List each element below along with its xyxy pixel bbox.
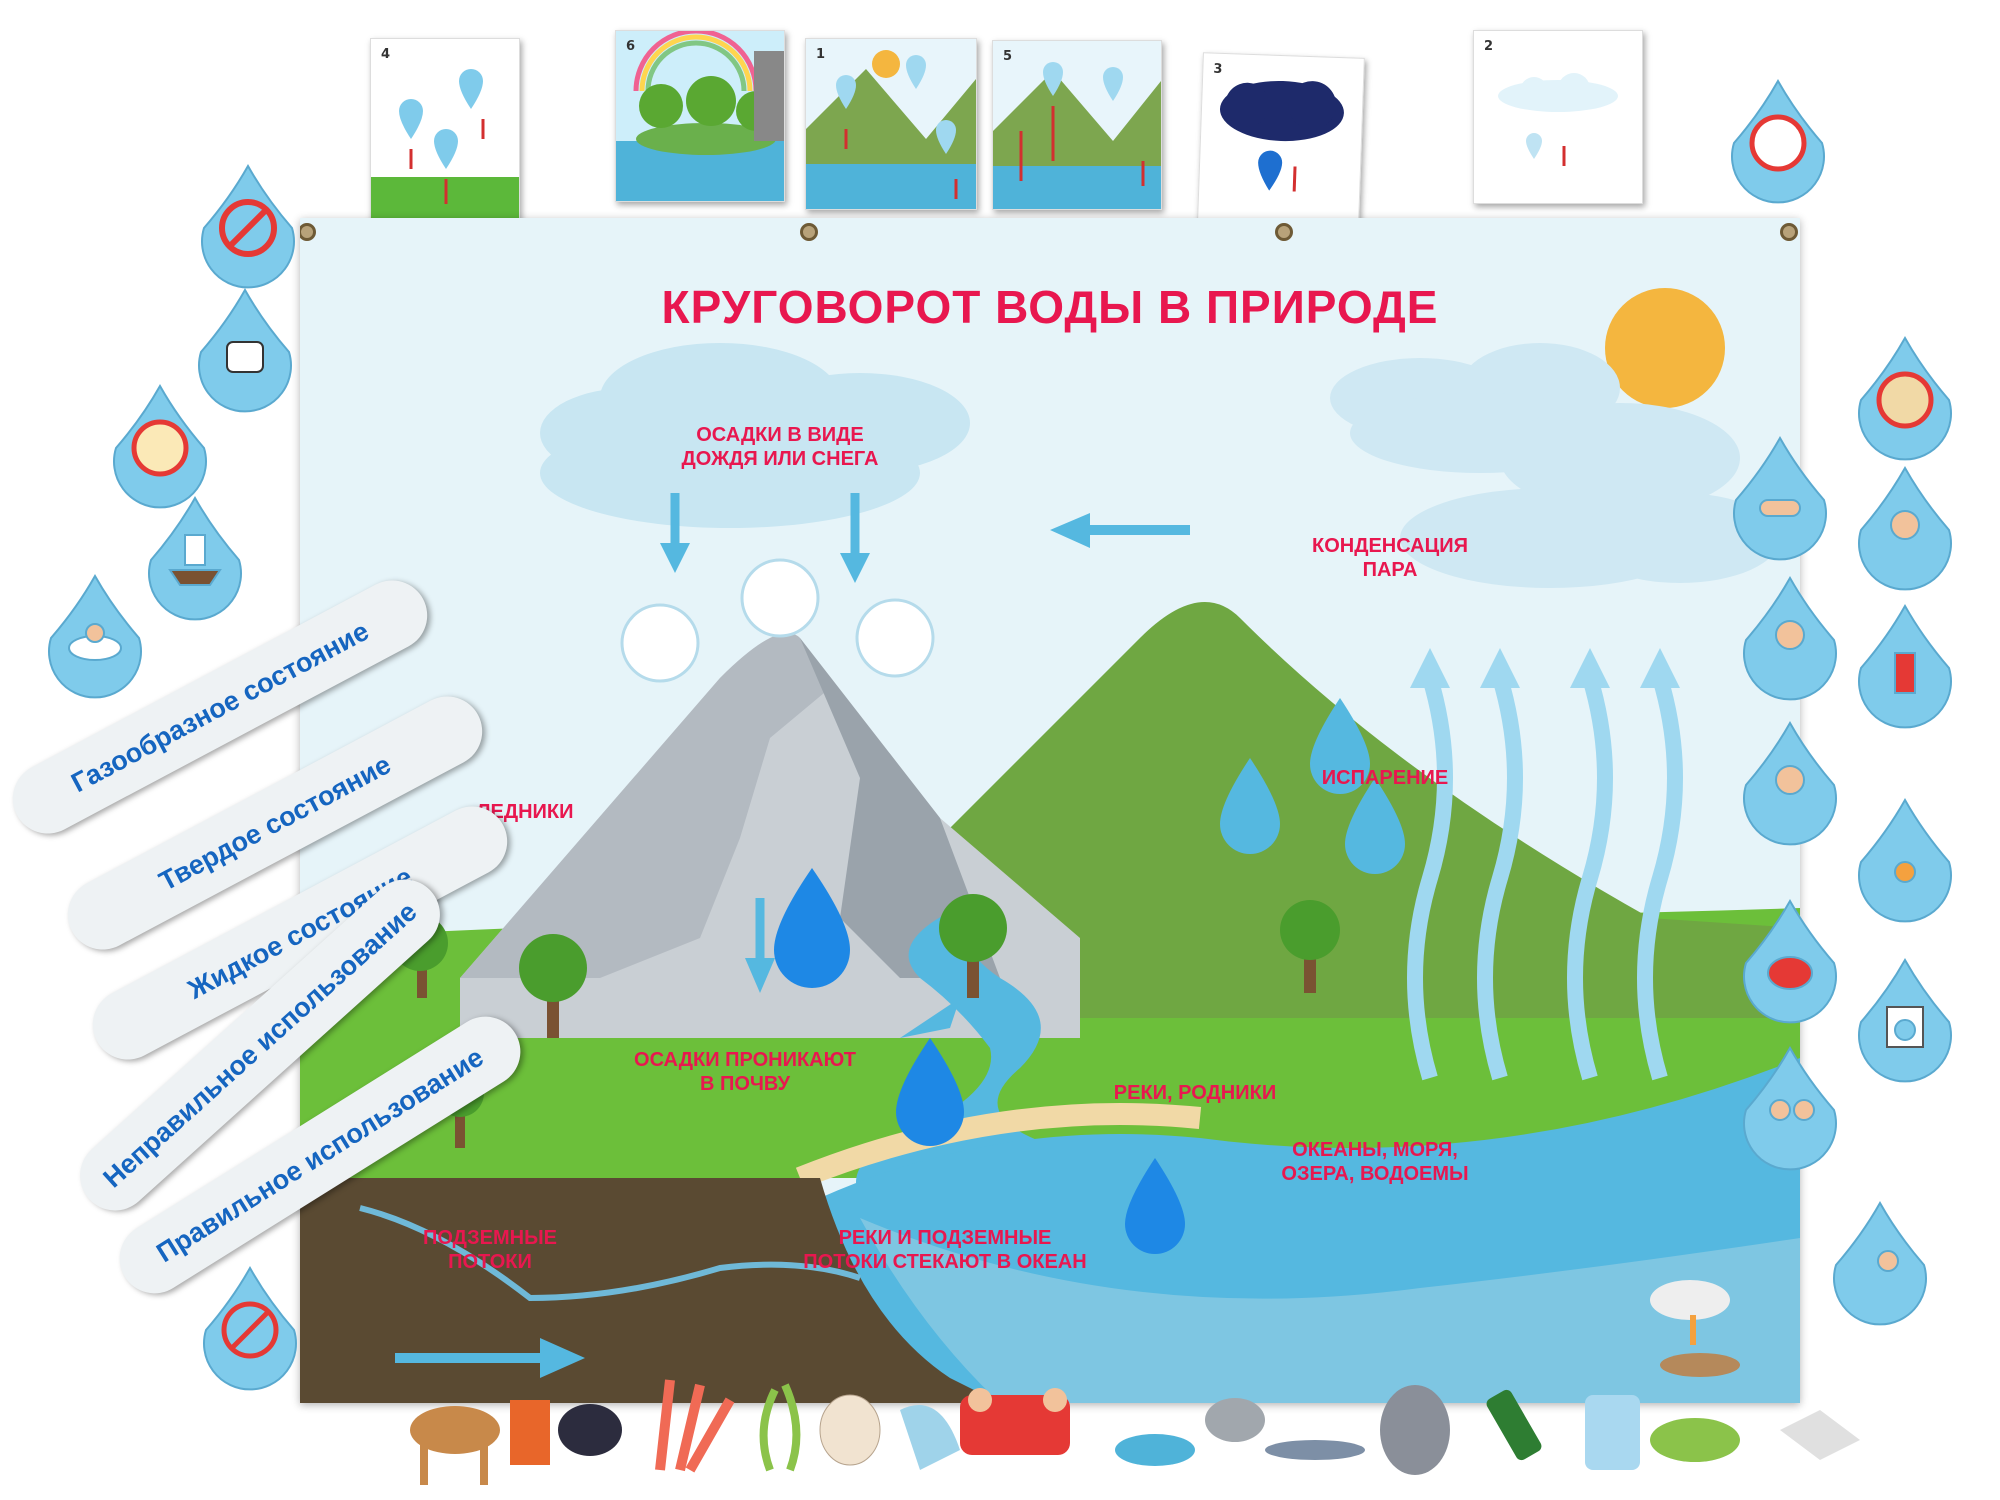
card-number: 4 [381,47,391,62]
perch-icon [1650,1418,1740,1462]
card-number: 6 [626,39,636,54]
fishing-icon [1858,799,1952,923]
card-4-illustration [371,69,519,219]
label-flow-to-ocean: РЕКИ И ПОДЗЕМНЫЕ ПОТОКИ СТЕКАЮТ В ОКЕАН [803,1227,1087,1273]
sun-icon [1605,288,1725,408]
sequence-card-3[interactable]: 3 [1197,52,1365,225]
card-2-illustration [1498,73,1618,166]
bath-icon [47,575,142,699]
firefighter-icon [1858,605,1952,729]
sequence-card-2[interactable]: 2 [1473,30,1643,204]
card-number: 1 [816,47,826,62]
label-precipitation: ОСАДКИ В ВИДЕ ДОЖДЯ ИЛИ СНЕГА [681,424,879,470]
label-rivers: РЕКИ, РОДНИКИ [1113,1082,1277,1104]
polluted-beach-icon [1858,337,1952,461]
kids-cleanup-icon [1833,1202,1927,1326]
spilled-bottle-icon [900,1405,960,1470]
poster-droplets [774,698,1405,1254]
grommet [300,223,316,241]
soil-layer [300,1178,1000,1403]
label-oceans: ОКЕАНЫ, МОРЯ, ОЗЕРА, ВОДОЕМЫ [1281,1139,1469,1185]
no-pollution-icon [1731,80,1825,204]
grommet [1275,223,1293,241]
washing-machine-icon [1858,959,1952,1083]
no-dripping-tap-icon [203,1267,297,1391]
snowflakes [620,558,935,683]
shell-icon [819,1394,881,1466]
fish-icon [1115,1434,1195,1466]
underground-water [860,1218,1800,1403]
grommet [1780,223,1798,241]
water-cycle-poster: КРУГОВОРОТ ВОДЫ В ПРИРОДЕ ОСАДКИ В ВИДЕ … [300,218,1800,1403]
water-cycle-scene [300,218,1800,1403]
plastic-bag-icon [1585,1395,1640,1470]
ship-icon [148,497,242,621]
deer-icon [410,1406,500,1485]
card-number: 3 [1213,61,1223,77]
card-3-illustration [1219,80,1344,192]
label-evaporation: ИСПАРЕНИЕ [1321,767,1449,789]
sequence-card-5[interactable]: 5 [992,40,1162,210]
cloud-left [540,343,970,528]
sequence-card-1[interactable]: 1 [805,38,977,210]
label-condensation: КОНДЕНСАЦИЯ ПАРА [1312,535,1468,581]
tin-can-icon [510,1400,550,1465]
grommet [800,223,818,241]
card-1-illustration [806,39,976,209]
seagull-icon [1780,1410,1860,1460]
card-6-illustration [616,31,784,201]
no-litter-icon [113,385,207,509]
prohibited-icon [201,165,295,289]
card-number: 2 [1484,39,1494,54]
thumbs-up-icon [198,289,292,413]
herring-icon [1265,1440,1365,1460]
sequence-card-4[interactable]: 4 [370,38,520,220]
label-soil: ОСАДКИ ПРОНИКАЮТ В ПОЧВУ [634,1049,856,1095]
child-drinking-icon [1858,467,1952,591]
seashell-icon [1205,1398,1265,1442]
poster-title: КРУГОВОРОТ ВОДЫ В ПРИРОДЕ [661,281,1439,333]
label-glaciers: ЛЕДНИКИ [476,801,574,823]
card-number: 5 [1003,49,1013,64]
evaporation-arrows [1407,675,1683,1081]
label-underground: ПОДЗЕМНЫЕ ПОТОКИ [422,1227,558,1273]
oil-slick-icon [558,1404,622,1456]
sequence-card-6[interactable]: 6 [615,30,785,202]
cloud-right [1330,343,1780,588]
card-5-illustration [993,41,1161,209]
